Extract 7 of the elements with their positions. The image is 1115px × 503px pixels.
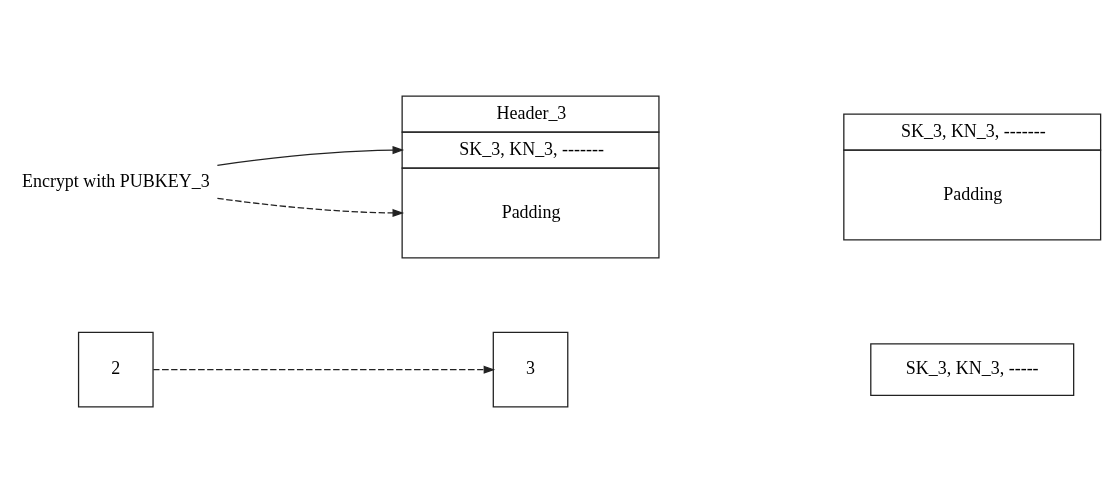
arrow <box>216 197 405 217</box>
node-box: SK_3, KN_3, ----- <box>870 343 1075 396</box>
node-box: 2 <box>77 331 154 408</box>
node-box: 3 <box>492 331 569 408</box>
arrow <box>152 365 496 374</box>
node-text: Encrypt with PUBKEY_3 <box>21 170 210 191</box>
arrow <box>216 146 405 166</box>
